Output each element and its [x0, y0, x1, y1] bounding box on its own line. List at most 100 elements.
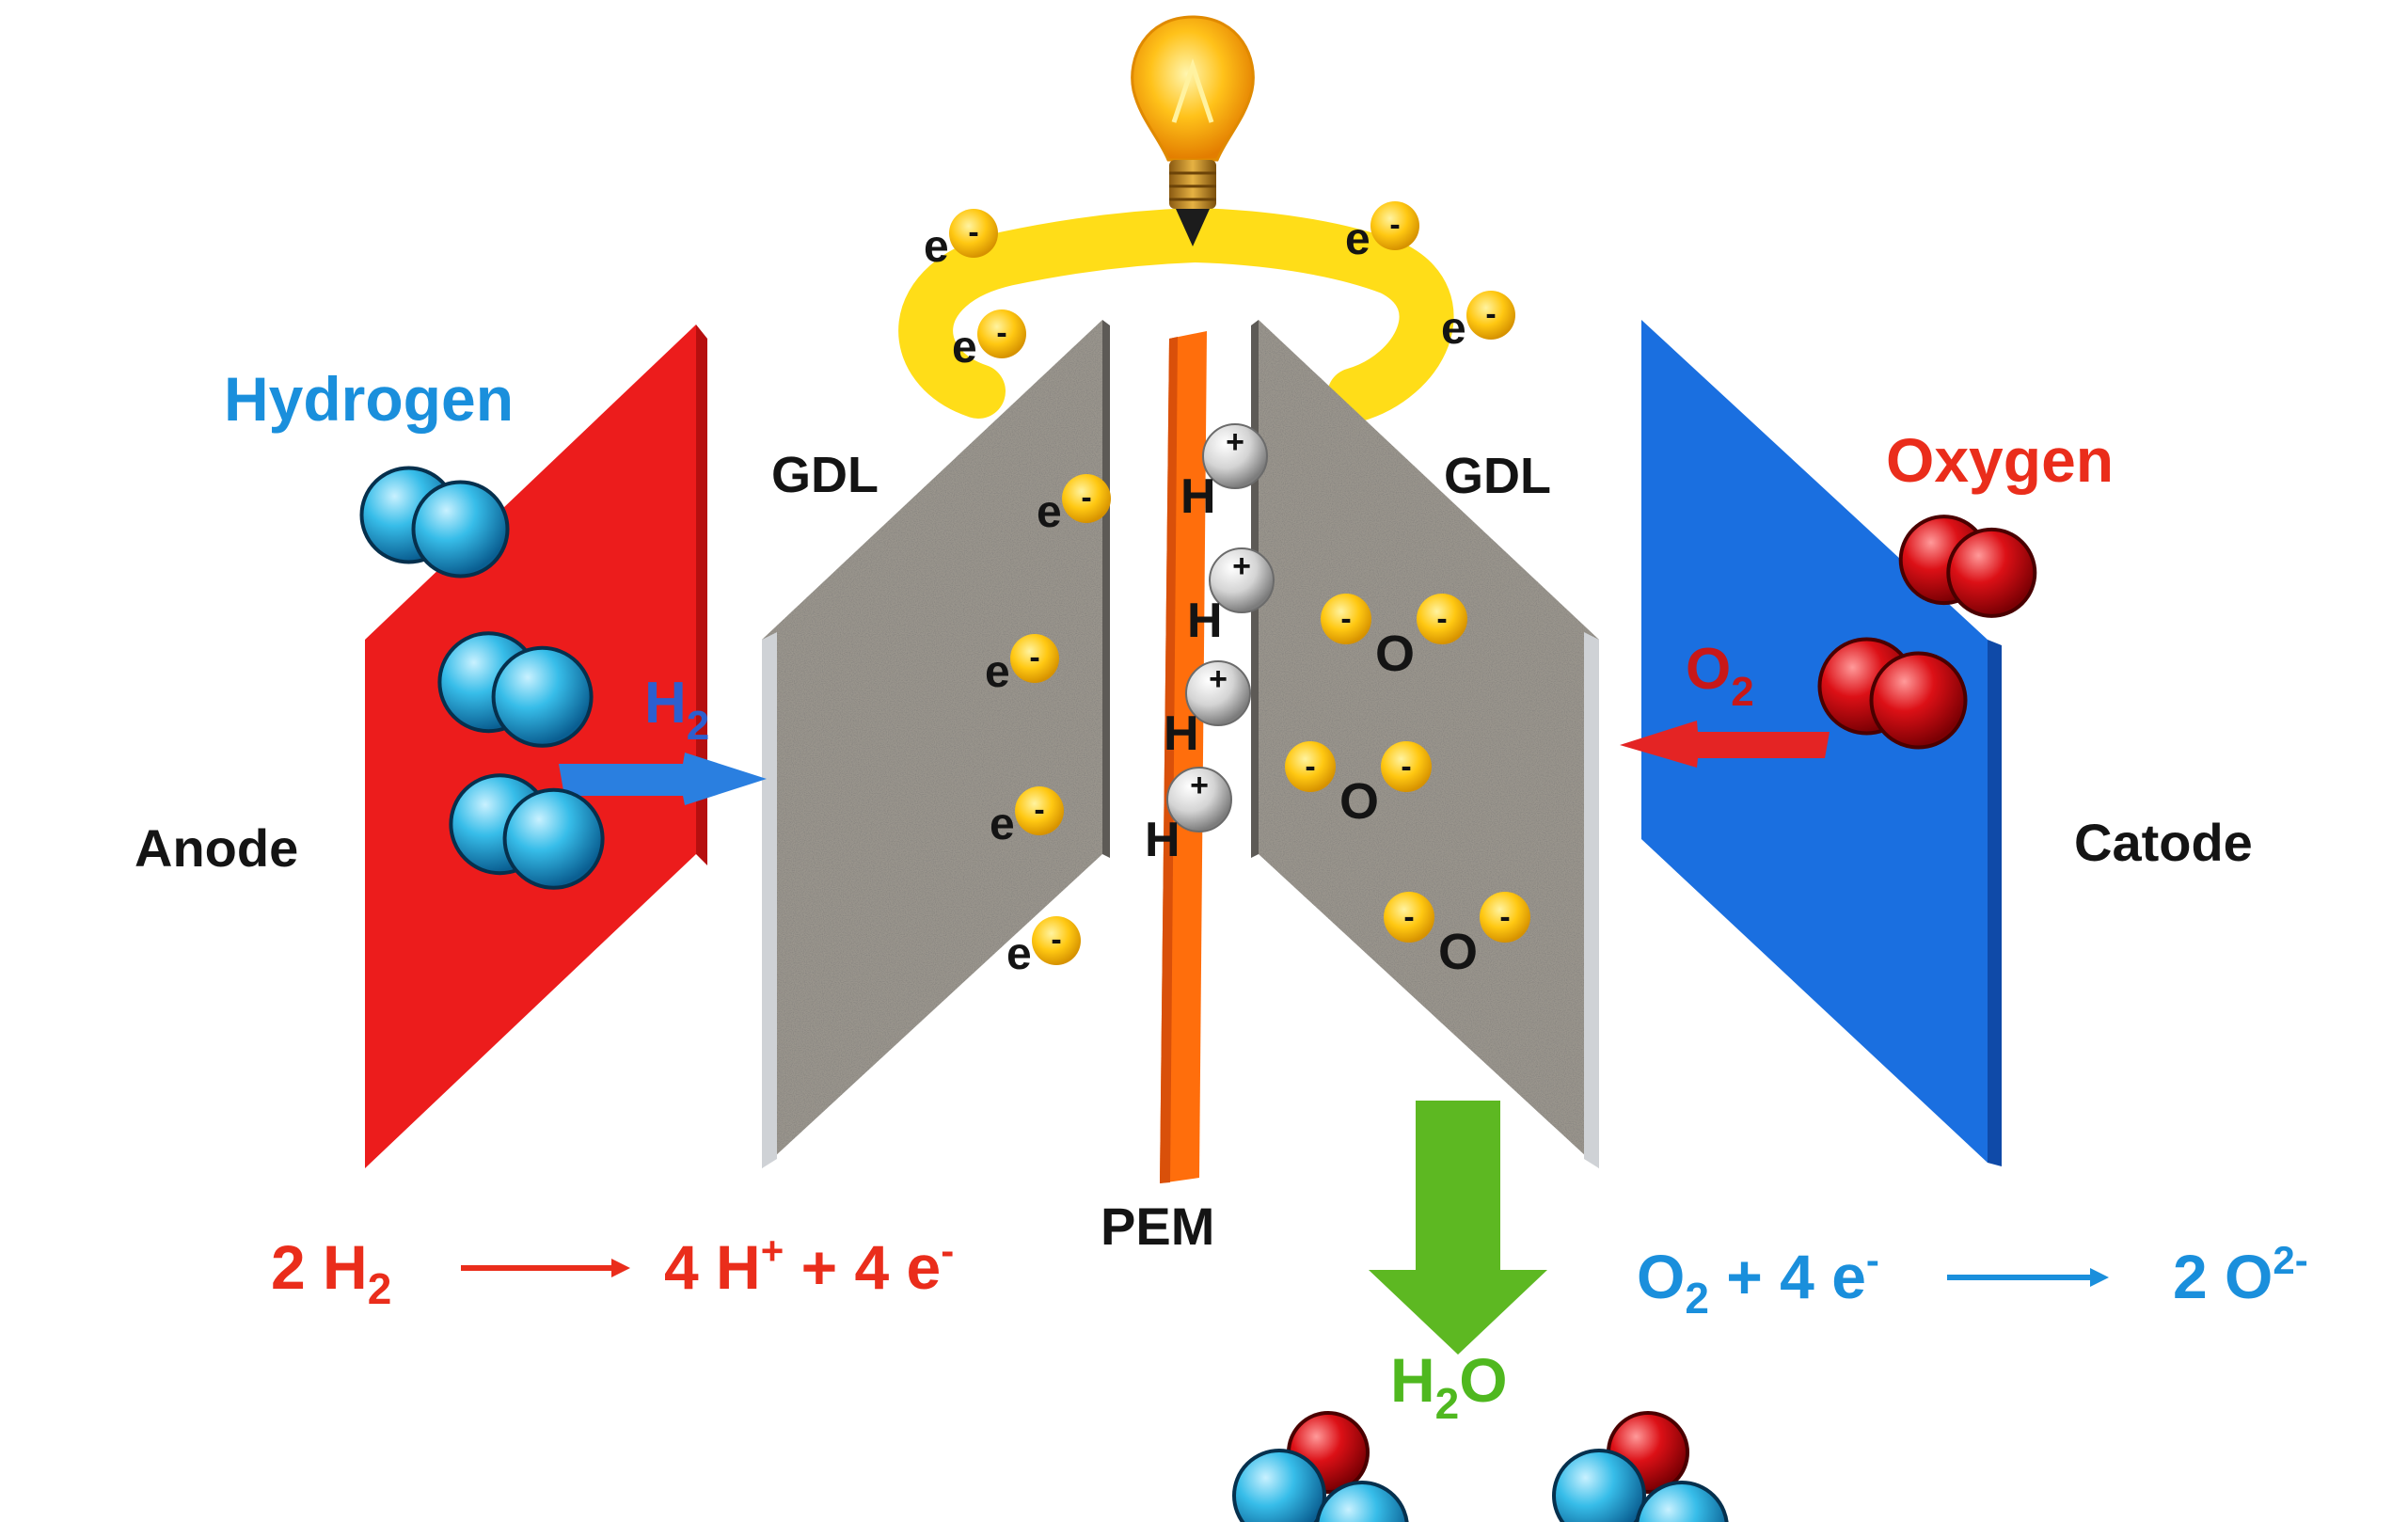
electron-symbol: e — [924, 222, 949, 272]
cathode-eq-rhs-sup: 2- — [2273, 1238, 2307, 1282]
electron-symbol: e — [1441, 304, 1466, 354]
proton-layer: +H+H+H+H — [1145, 423, 1275, 867]
electron-charge: - — [1081, 480, 1091, 515]
cathode-eq-base: O — [1637, 1242, 1685, 1311]
oxygen-ion-electron-charge: - — [1403, 899, 1414, 935]
electron: -e — [985, 634, 1059, 697]
proton-charge: + — [1226, 424, 1244, 460]
h2-input-sub: 2 — [687, 703, 709, 749]
anode-plate-edge — [696, 325, 707, 865]
oxygen-ion-symbol: O — [1375, 626, 1415, 682]
hydrogen-molecule-icon — [359, 466, 510, 579]
anode-label: Anode — [135, 818, 298, 878]
electron-symbol: e — [990, 800, 1015, 849]
electron: -e — [1345, 201, 1419, 264]
electron: -e — [990, 786, 1064, 849]
electron-charge: - — [1051, 922, 1061, 958]
electron-layer: -e-e-e-e-e-e-e-e — [924, 201, 1515, 979]
electron-charge: - — [1034, 792, 1044, 828]
electron-charge: - — [1485, 296, 1496, 332]
light-bulb-icon — [1131, 15, 1255, 246]
oxygen-ion-electron-charge: - — [1499, 899, 1510, 935]
oxygen-molecule-icon — [1817, 637, 1968, 750]
electron: -e — [952, 309, 1026, 373]
oxygen-ion-layer: --O--O--O — [1285, 594, 1530, 980]
oxygen-ion-symbol: O — [1438, 924, 1478, 980]
cathode-eq-rhs-coef: 2 O — [2173, 1242, 2273, 1311]
gdl-left-layer — [762, 320, 1110, 1168]
anode-eq-coef: 2 — [271, 1232, 323, 1302]
proton-symbol: H — [1180, 469, 1216, 524]
anode-equation-lhs: 2 H2 — [271, 1232, 391, 1313]
circuit-arc-right — [1167, 208, 1454, 422]
water-label: H2O — [1390, 1345, 1508, 1428]
proton-charge: + — [1209, 661, 1228, 697]
circuit-arc-left — [898, 208, 1222, 419]
proton: +H — [1164, 660, 1251, 761]
proton-symbol: H — [1187, 594, 1223, 648]
oxygen-ion: --O — [1285, 741, 1432, 830]
electron-symbol: e — [985, 647, 1010, 697]
proton-charge: + — [1232, 548, 1251, 584]
anode-eq-rhs-sup2: - — [941, 1229, 954, 1273]
pem-membrane-edge — [1160, 337, 1178, 1183]
oxygen-ion-electron-charge: - — [1340, 601, 1351, 637]
cathode-equation-lhs: O2 + 4 e- — [1637, 1238, 1879, 1323]
oxygen-molecule-icon — [1898, 515, 2037, 618]
water-label-h: H — [1390, 1345, 1435, 1415]
electron-symbol: e — [1006, 929, 1032, 979]
cathode-equation-rhs: 2 O2- — [2173, 1238, 2308, 1311]
gdl-right-label: GDL — [1444, 448, 1551, 504]
cathode-plate-edge — [1988, 640, 2002, 1166]
electron: -e — [924, 209, 998, 272]
anode-eq-rhs-part2: + 4 e — [784, 1232, 941, 1302]
gdl-left-label: GDL — [771, 447, 879, 503]
electron-charge: - — [996, 315, 1006, 351]
oxygen-ion-electron-charge: - — [1305, 749, 1315, 785]
proton-charge: + — [1190, 768, 1209, 803]
proton: +H — [1180, 423, 1268, 524]
proton-symbol: H — [1164, 706, 1199, 761]
anode-equation-rhs: 4 H+ + 4 e- — [664, 1229, 954, 1302]
external-circuit — [898, 208, 1454, 422]
cathode-equation-arrowhead — [2090, 1268, 2109, 1287]
water-molecule-icon — [1232, 1411, 1409, 1522]
cathode-label: Catode — [2074, 813, 2253, 872]
anode-eq-base: H — [323, 1232, 368, 1302]
proton: +H — [1187, 547, 1275, 648]
anode-eq-rhs-sup1: + — [761, 1229, 784, 1273]
electron-symbol: e — [952, 323, 977, 373]
anode-plate — [365, 325, 696, 1168]
anode-equation-arrowhead — [611, 1259, 630, 1277]
water-output-arrow — [1369, 1101, 1547, 1355]
anode-eq-rhs-part1: 4 H — [664, 1232, 761, 1302]
h2-input-label: H2 — [644, 671, 709, 749]
anode-eq-sub: 2 — [368, 1264, 392, 1313]
electron-symbol: e — [1037, 487, 1062, 537]
water-molecule-icon — [1552, 1411, 1729, 1522]
electron-charge: - — [968, 214, 978, 250]
cathode-eq-sup: - — [1866, 1238, 1879, 1282]
oxygen-ion: - -O — [1321, 594, 1467, 682]
proton: +H — [1145, 767, 1232, 867]
oxygen-label: Oxygen — [1886, 425, 2114, 495]
hydrogen-label: Hydrogen — [224, 364, 514, 434]
h2-input-arrow — [559, 753, 767, 805]
o2-input-label: O2 — [1686, 637, 1754, 715]
water-label-o: O — [1459, 1345, 1507, 1415]
o2-input-arrow — [1620, 721, 1830, 768]
pem-label: PEM — [1101, 1197, 1214, 1256]
electron: -e — [1441, 291, 1515, 354]
hydrogen-molecule-icon — [437, 631, 594, 748]
o2-input-base: O — [1686, 637, 1731, 702]
o2-input-sub: 2 — [1731, 669, 1753, 715]
oxygen-ion-electron-charge: - — [1436, 601, 1447, 637]
hydrogen-molecule-icon — [449, 773, 605, 890]
electron-charge: - — [1029, 640, 1039, 675]
cathode-eq-part2: + 4 e — [1709, 1242, 1866, 1311]
electron: -e — [1037, 474, 1111, 537]
h2-input-base: H — [644, 671, 687, 736]
oxygen-ion: - -O — [1384, 892, 1530, 980]
